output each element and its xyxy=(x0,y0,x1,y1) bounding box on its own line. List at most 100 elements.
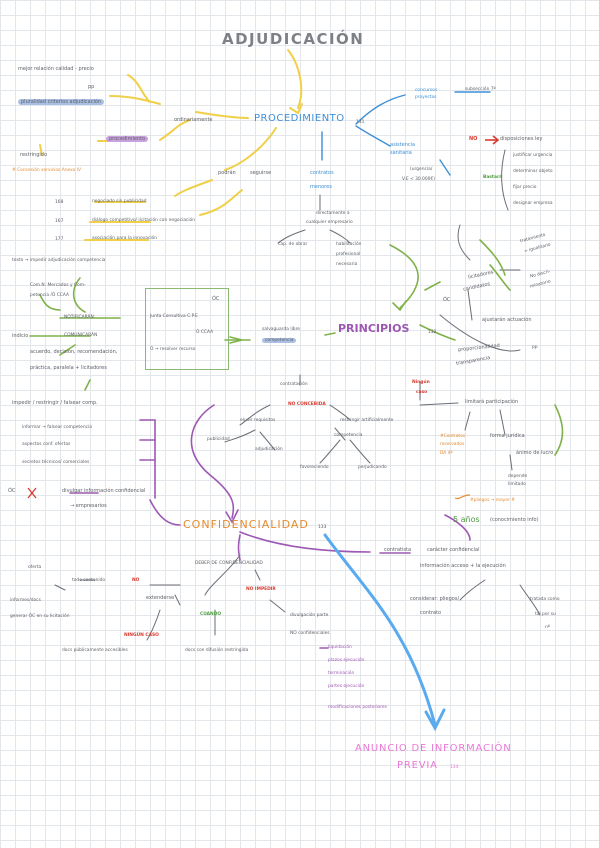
sanitaria-text: sanitaria xyxy=(390,150,412,156)
directamente-text: directamente a xyxy=(316,211,350,216)
item-modificaciones: modificaciones posteriores xyxy=(328,705,387,710)
da4-text: DA 4ª xyxy=(440,451,453,456)
secretos-text: secretos técnicos/ comerciales xyxy=(22,460,90,465)
oferta-text: oferta xyxy=(28,565,42,570)
principios-pp-text: pp xyxy=(532,345,538,350)
salvaguarda-text: salvaguarda libre xyxy=(262,327,300,332)
determinar-text: determinar objeto xyxy=(513,169,553,174)
limitado-text: limitado xyxy=(508,482,526,487)
aspectos-text: aspectos conf. ofertas xyxy=(22,442,71,447)
subseccion-text: subsección 7ª xyxy=(465,87,496,92)
procedimiento-small-text: procedimiento xyxy=(106,136,149,142)
forma-text: forma jurídica xyxy=(490,433,525,439)
pp-text: pp xyxy=(88,84,95,90)
notificaran-text: NOTIFICARÁN xyxy=(64,315,94,320)
no-confid-text: NO confidenciales xyxy=(290,631,330,636)
justificar-text: justificar urgencia xyxy=(513,153,553,158)
depende-text: depende xyxy=(508,474,528,479)
no-impedir-text: NO IMPEDIR xyxy=(246,587,276,592)
acuerdo-text: acuerdo, decisión, recomendación, xyxy=(30,349,118,355)
confidencialidad-node: CONFIDENCIALIDAD xyxy=(183,518,309,531)
n177-text: 177 xyxy=(55,237,64,242)
no-concebida-text: NO CONCEBIDA xyxy=(288,402,326,407)
seguirse-text: seguirse xyxy=(250,170,272,176)
designar-text: designar empresa xyxy=(513,201,553,206)
ve-text: V.E < 30.000€) xyxy=(402,177,435,182)
empresarios-text: → empresarios xyxy=(70,503,107,509)
principios-node: PRINCIPIOS xyxy=(338,322,410,335)
resolver-text: Ó → resolver recurso xyxy=(150,347,196,352)
necesaria-text: necesaria xyxy=(336,262,358,267)
confidencialidad-num: 133 xyxy=(318,525,327,530)
no-text: NO xyxy=(469,136,478,142)
comn-text: Com.N. Mercados y Com- xyxy=(30,283,86,288)
anuncio-line1: ANUNCIO DE INFORMACIÓN xyxy=(355,743,512,754)
informar-text: informar → falsear competencia xyxy=(22,425,92,430)
todo-text: todo contenido xyxy=(72,578,106,583)
texto-text: texto → impedir adjudicación competencia xyxy=(12,258,106,263)
divulgacion-text: divulgación parte xyxy=(290,613,329,618)
ajustaran-text: ajustarán actuación xyxy=(482,317,532,323)
docs-text: docs públicamente accesibles xyxy=(62,648,128,653)
conocimiento-text: (conocimiento info) xyxy=(490,517,539,523)
practica-text: práctica, paralela + licitadores xyxy=(30,365,107,371)
ningun-text: Ningún xyxy=(412,380,430,385)
eludir-text: eludir requisitos xyxy=(240,418,276,423)
generar-text: generar ÓC en su licitación xyxy=(10,614,70,619)
tal-text: tal por su xyxy=(535,612,556,617)
considerar-text: considerar: pliegos/ xyxy=(410,596,460,602)
principios-num: 132 xyxy=(428,330,437,335)
dialogo-text: diálogo competitivo/ licitación con nego… xyxy=(92,218,196,223)
contratos-text: contratos xyxy=(310,170,334,176)
anuncio-line2: PREVIA xyxy=(397,760,438,771)
restringir-text: restringir artificialmente xyxy=(340,418,394,423)
item-terminacion: terminación xyxy=(328,671,355,676)
bastara-text: Bastará xyxy=(483,175,503,180)
habilitacion-text: habilitación xyxy=(336,242,362,247)
contratista-text: contratista xyxy=(384,547,412,553)
reservados-text: reservados xyxy=(440,442,465,447)
informes-text: informes/docs xyxy=(10,598,41,603)
item-partes: partes ejecución xyxy=(328,684,365,689)
podran-text: podrán xyxy=(218,170,236,176)
n168-text: 168 xyxy=(55,200,64,205)
extenderse-text: extenderse xyxy=(146,595,175,601)
oc-box xyxy=(145,288,229,370)
mejor-relacion-text: mejor relación calidad - precio xyxy=(18,66,94,72)
informacion-text: información acceso + la ejecución xyxy=(420,563,506,569)
animo-text: ánimo de lucro xyxy=(516,450,554,456)
asociacion-text: asociación para la innovación xyxy=(92,236,158,241)
fijar-text: fijar precio xyxy=(513,185,537,190)
oc-box-title: ÓC xyxy=(212,296,220,302)
impedir-text: impedir / restringir / falsear comp. xyxy=(12,400,98,406)
pliegos-text: #pliegos → mayor # xyxy=(470,498,515,503)
perjudicando-text: perjudicando xyxy=(358,465,387,470)
deber-text: DEBER DE CONFIDENCIALIDAD xyxy=(195,561,263,566)
concursos-text: concursos xyxy=(415,88,438,93)
capdeobrar-text: cap. de obrar xyxy=(278,242,308,247)
divulgar-text: divulgar información confidencial xyxy=(62,488,146,494)
junta-text: Junta Consultiva C.P.E xyxy=(150,314,198,319)
procedimiento-num: 131 xyxy=(356,120,365,125)
limitara-text: limitará participación xyxy=(465,399,519,405)
item-liquidacion: liquidación xyxy=(328,645,352,650)
competencia2-text: competencia xyxy=(334,433,363,438)
petencia-text: petencia /Ó CCAA xyxy=(30,293,70,298)
comunicaran-text: COMUNICARÁN xyxy=(64,333,98,338)
contrato-text: contrato xyxy=(420,610,442,616)
n133-text: nº xyxy=(545,625,550,630)
page-title: ADJUDICACIÓN xyxy=(222,30,365,48)
oc-small-text: ÓC xyxy=(443,297,451,303)
datos-text: docs con difusión restringida xyxy=(185,648,249,653)
asistencia-text: asistencia xyxy=(390,142,416,148)
caracter-text: carácter confidencial xyxy=(427,547,480,553)
disposiciones-text: disposiciones ley xyxy=(500,136,543,142)
indicio-text: indicio xyxy=(12,333,29,339)
pluralidad-text: pluralidad criterios adjudicación xyxy=(18,99,105,105)
procedimiento-node: PROCEDIMIENTO xyxy=(254,113,345,124)
publicidad-text: publicidad xyxy=(207,437,230,442)
cualquier-text: cualquier empresario xyxy=(306,220,353,225)
favoreciendo-text: favoreciendo xyxy=(300,465,329,470)
contratacion-text: contratación xyxy=(280,382,308,387)
adjudicacion-text: adjudicación xyxy=(255,447,283,452)
